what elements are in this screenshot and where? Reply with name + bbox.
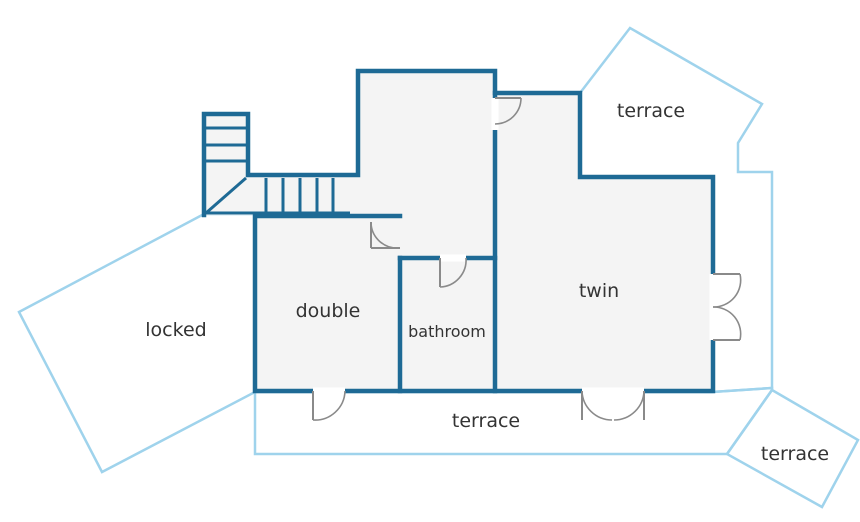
- locked-area: [17, 212, 257, 474]
- door-bathroom: [439, 254, 467, 288]
- room-label-double: double: [296, 300, 361, 322]
- room-label-terrace-top: terrace: [617, 100, 685, 122]
- door-twin-top: [491, 97, 522, 130]
- room-label-terrace-bottom: terrace: [452, 410, 520, 432]
- terrace-right-area: [725, 388, 860, 509]
- room-label-locked: locked: [145, 319, 206, 341]
- room-label-bathroom: bathroom: [408, 322, 486, 341]
- door-double-terrace: [312, 387, 346, 421]
- room-label-twin: twin: [579, 280, 619, 302]
- room-label-terrace-right: terrace: [761, 443, 829, 465]
- staircase: [205, 126, 350, 215]
- interior-fill: [204, 71, 713, 391]
- door-twin-side: [709, 273, 742, 341]
- doors: [312, 97, 742, 421]
- door-double-top: [370, 221, 400, 249]
- door-twin-terrace: [581, 387, 645, 421]
